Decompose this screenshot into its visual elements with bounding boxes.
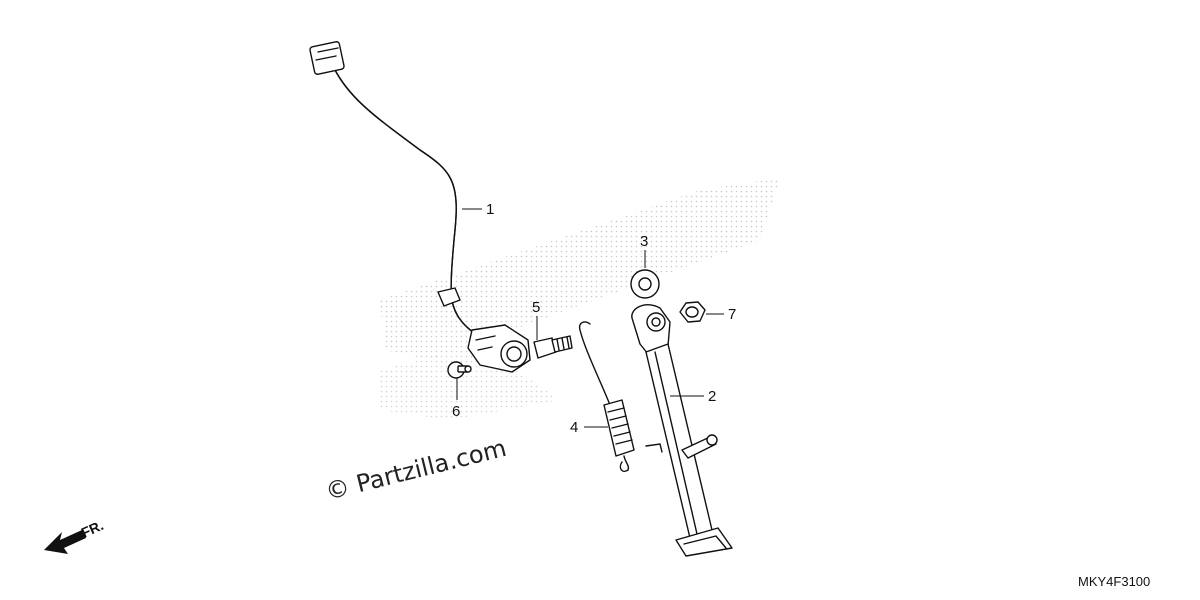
drawing-code: MKY4F3100: [1078, 574, 1150, 589]
side-stand-switch-harness[interactable]: [309, 41, 531, 373]
direction-arrow-icon: [44, 530, 86, 554]
wire-clamp: [437, 287, 461, 307]
screw-part-6[interactable]: [447, 361, 472, 379]
partzilla-watermark: © Partzilla.com: [323, 434, 509, 506]
callout-4[interactable]: 4: [570, 419, 578, 436]
bolt-part-5[interactable]: [533, 335, 573, 359]
front-direction-indicator: FR.: [44, 517, 106, 554]
washer-part-3[interactable]: [630, 269, 660, 299]
callout-6[interactable]: 6: [452, 403, 460, 420]
spring-part-4[interactable]: [578, 321, 635, 472]
nut-part-7[interactable]: [679, 301, 706, 323]
side-stand-part-2[interactable]: [631, 304, 733, 557]
background-watermark-graphic: [380, 178, 780, 420]
callout-2[interactable]: 2: [708, 388, 716, 405]
callout-1[interactable]: 1: [486, 201, 494, 218]
callout-labels: 1 2 3 4 5 6 7: [452, 201, 736, 436]
callout-7[interactable]: 7: [728, 306, 736, 323]
direction-label: FR.: [79, 517, 106, 541]
callout-3[interactable]: 3: [640, 233, 648, 250]
leader-lines: [456, 208, 724, 428]
callout-5[interactable]: 5: [532, 299, 540, 316]
